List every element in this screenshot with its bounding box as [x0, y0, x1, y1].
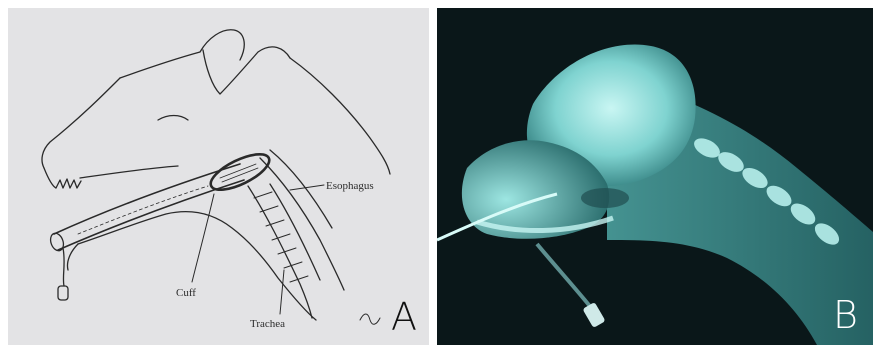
label-esophagus: Esophagus — [326, 180, 374, 192]
cuff-leader — [192, 194, 214, 282]
dog-intubation-sketch — [8, 8, 429, 345]
artist-signature — [360, 314, 380, 324]
muzzle-front — [44, 168, 56, 188]
panel-letter-a: A — [391, 298, 417, 336]
panel-a-drawing: Esophagus Cuff Trachea A — [8, 8, 429, 345]
ear-outline — [203, 47, 290, 94]
xray-pilot-line — [537, 244, 593, 310]
label-trachea: Trachea — [250, 318, 285, 330]
xray-pilot-balloon — [582, 302, 605, 328]
head-outline — [120, 30, 244, 78]
muzzle-top — [42, 78, 120, 168]
panel-letter-b: B — [833, 296, 858, 334]
et-tube-shading — [78, 186, 208, 234]
pilot-balloon — [58, 286, 68, 300]
panel-b-radiograph: B — [437, 8, 873, 345]
neck-back — [290, 58, 390, 174]
eye — [158, 116, 188, 121]
chin — [67, 244, 78, 270]
oropharynx-shadow — [581, 188, 629, 208]
lower-lip — [80, 166, 178, 178]
lateral-skull-radiograph — [437, 8, 873, 345]
label-cuff: Cuff — [176, 287, 196, 299]
jaw-lower — [78, 212, 316, 320]
upper-teeth — [56, 179, 81, 188]
esophagus-line-2 — [270, 150, 332, 228]
pilot-line — [63, 248, 64, 286]
trachea-leader — [280, 270, 284, 314]
et-tube-upper — [54, 164, 240, 234]
